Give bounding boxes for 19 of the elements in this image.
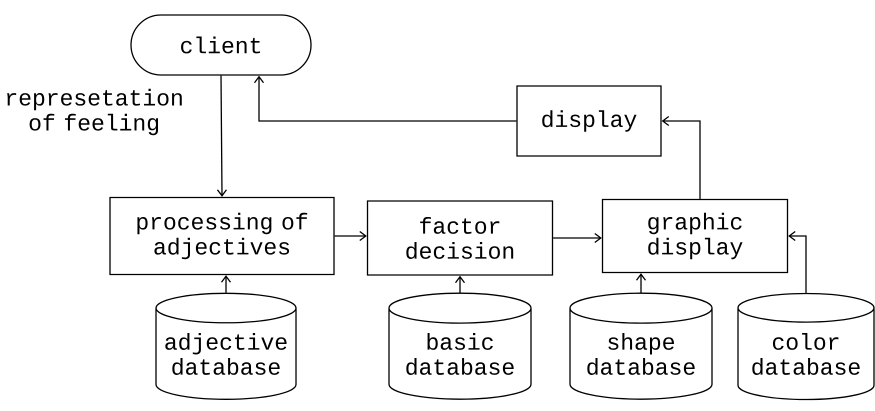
arrow xyxy=(788,230,807,293)
arrow xyxy=(662,116,701,199)
edge-label: represetation of feeling xyxy=(7,88,182,136)
process-box: display xyxy=(516,85,662,157)
arrow xyxy=(220,275,232,293)
arrow xyxy=(553,232,602,243)
database-cylinder: shape database xyxy=(569,292,713,400)
database-cylinder: color database xyxy=(737,292,875,400)
process-box: graphic display xyxy=(602,198,788,274)
arrow xyxy=(216,76,227,197)
database-cylinder: basic database xyxy=(388,292,532,400)
arrow xyxy=(454,276,466,293)
terminal-box: client xyxy=(130,14,312,76)
process-box: factor decision xyxy=(366,200,554,276)
process-box: processing of adjectives xyxy=(109,196,335,276)
arrow xyxy=(334,230,367,241)
database-cylinder: adjective database xyxy=(155,292,297,400)
arrow xyxy=(636,273,646,293)
arrow xyxy=(254,76,516,122)
